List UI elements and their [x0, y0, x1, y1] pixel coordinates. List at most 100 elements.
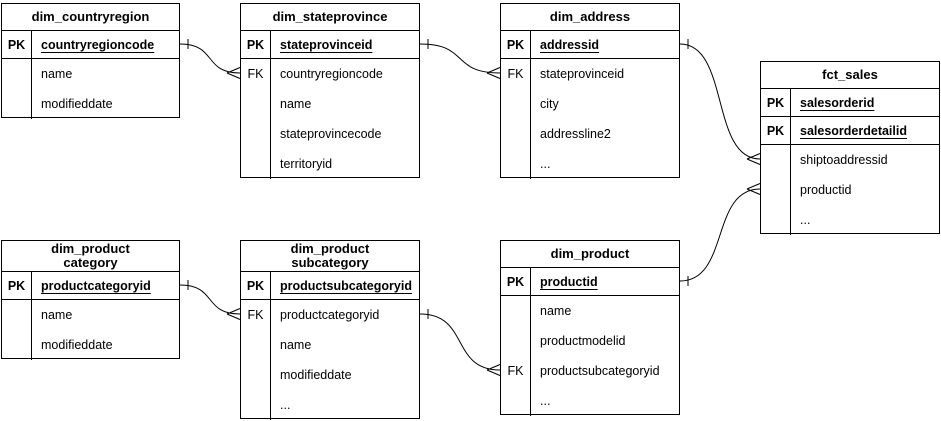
table-title-line: dim_stateprovince	[272, 9, 388, 24]
field-name: name	[280, 338, 312, 352]
field-name: ...	[800, 213, 811, 227]
field-name: stateprovincecode	[280, 127, 382, 141]
field-name: city	[540, 97, 559, 111]
relationship-dim_countryregion-dim_stateprovince[interactable]	[179, 39, 241, 79]
table-row: city	[501, 89, 679, 119]
table-row: addressline2	[501, 119, 679, 149]
table-title-line: fct_sales	[822, 67, 878, 82]
table-title: dim_countryregion	[2, 4, 179, 31]
relationship-line	[179, 284, 241, 315]
key-cell-empty	[2, 300, 32, 330]
field-name: productsubcategoryid	[280, 278, 412, 293]
key-cell-empty	[241, 390, 271, 420]
field-name: modifieddate	[41, 338, 113, 352]
pk-label: PK	[761, 117, 791, 144]
crow-foot-prong	[746, 158, 761, 165]
table-row: ...	[241, 390, 419, 420]
field-name: productsubcategoryid	[540, 364, 660, 378]
table-row: name	[501, 296, 679, 326]
field-name: ...	[280, 398, 291, 412]
table-row: modifieddate	[2, 89, 179, 119]
table-title-line: dim_product	[290, 241, 370, 256]
relationship-line	[679, 188, 761, 282]
crow-foot-prong	[746, 188, 761, 195]
pk-label: PK	[2, 272, 32, 299]
table-row: name	[241, 330, 419, 360]
table-row: ...	[501, 386, 679, 416]
relationship-dim_productcategory-dim_productsubcategory[interactable]	[179, 280, 241, 320]
field-name: stateprovinceid	[280, 37, 373, 52]
crow-foot-prong	[486, 67, 501, 74]
crow-foot-prong	[746, 183, 761, 190]
table-row: name	[2, 300, 179, 330]
table-row: ...	[501, 149, 679, 179]
table-title: dim_stateprovince	[241, 4, 419, 31]
field-name: salesorderid	[800, 95, 875, 110]
table-row: productid	[761, 175, 939, 205]
key-cell-empty	[501, 119, 531, 149]
pk-label: PK	[241, 31, 271, 58]
key-cell-empty	[241, 89, 271, 119]
key-cell-empty	[241, 119, 271, 149]
relationship-dim_address-fct_sales[interactable]	[679, 39, 761, 165]
field-name: ...	[540, 394, 551, 408]
key-cell-empty	[501, 149, 531, 179]
crow-foot-prong	[746, 153, 761, 160]
crow-foot-prong	[226, 308, 241, 315]
table-row: ...	[761, 205, 939, 235]
field-name: stateprovinceid	[540, 67, 625, 81]
relationship-dim_productsubcategory-dim_product[interactable]	[419, 309, 501, 376]
crow-foot-prong	[486, 364, 501, 371]
table-row: stateprovincecode	[241, 119, 419, 149]
field-name: modifieddate	[41, 97, 113, 111]
table-row: territoryid	[241, 149, 419, 179]
key-cell-empty	[761, 205, 791, 235]
table-row: PK salesorderid	[761, 89, 939, 117]
table-row: name	[241, 89, 419, 119]
crow-foot-prong	[486, 369, 501, 376]
relationship-dim_product-fct_sales[interactable]	[679, 183, 761, 287]
field-name: addressid	[540, 37, 600, 52]
field-name: name	[41, 308, 73, 322]
key-cell-empty	[501, 89, 531, 119]
relationship-dim_stateprovince-dim_address[interactable]	[419, 39, 501, 79]
table-title: fct_sales	[761, 62, 939, 89]
field-name: countryregioncode	[41, 37, 155, 52]
relationship-line	[179, 43, 241, 74]
key-cell-empty	[241, 360, 271, 390]
field-name: productmodelid	[540, 334, 626, 348]
crow-foot-prong	[226, 67, 241, 74]
field-name: ...	[540, 157, 551, 171]
fk-label: FK	[241, 59, 271, 89]
field-name: name	[540, 304, 572, 318]
table-title-line: dim_product	[51, 241, 130, 256]
relationship-line	[679, 43, 761, 160]
pk-label: PK	[761, 89, 791, 116]
field-name: productid	[540, 274, 598, 289]
table-title: dim_address	[501, 4, 679, 31]
key-cell-empty	[761, 175, 791, 205]
crow-foot-prong	[226, 72, 241, 79]
table-title-line: dim_countryregion	[31, 9, 150, 24]
table-row: PK stateprovinceid	[241, 31, 419, 59]
table-row: productmodelid	[501, 326, 679, 356]
table-title-line: dim_address	[549, 9, 631, 24]
